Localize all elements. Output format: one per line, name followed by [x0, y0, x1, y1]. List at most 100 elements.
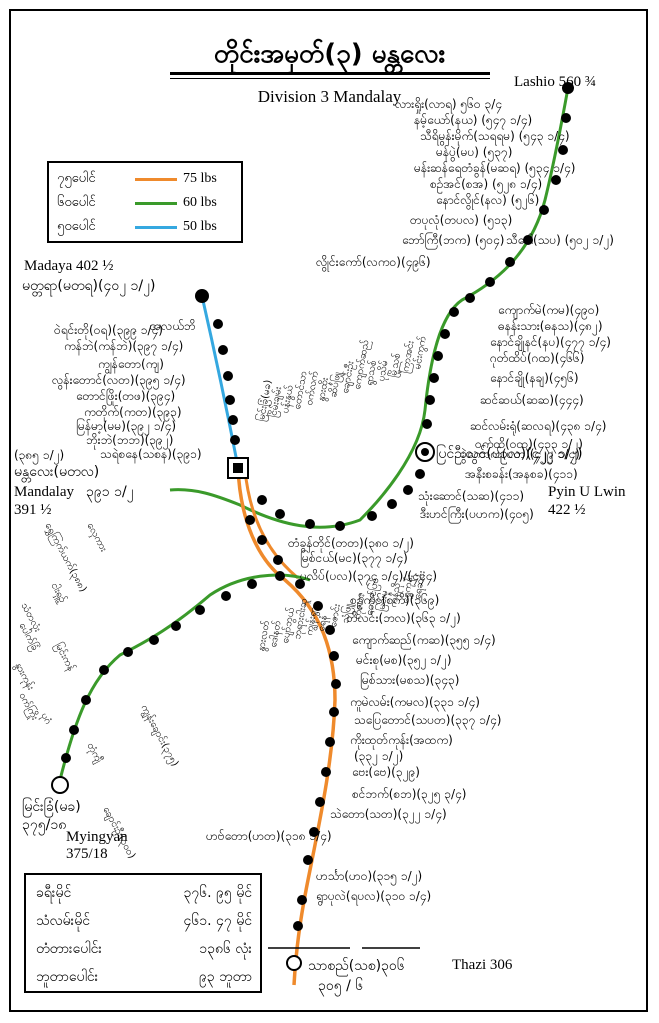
- station-label: စဉ်အင်(စအ) (၅၂၈ ၁/၄): [430, 177, 543, 191]
- station-label: ကျောက်မဲ(ကမ)(၄၉၀): [498, 303, 600, 317]
- label-myingyan-mm: မြင်းခြံ(မခ): [22, 799, 81, 815]
- stat-row: တံတားပေါင်း ၁၃၈၆ လုံး: [36, 939, 252, 965]
- orange-line-branch: [243, 469, 299, 580]
- station-dot[interactable]: [213, 319, 223, 329]
- station-dot[interactable]: [551, 175, 561, 185]
- station-label: ဆင်လမ်းရုံ(ဆလရ)(၄၃၈ ၁/၄): [470, 419, 607, 433]
- label-mandalay-km-left: (၃၈၅ ၁/၂): [14, 448, 65, 462]
- station-label: လွိုင်းကော်(လကဝ)(၄၉၆): [316, 255, 431, 269]
- station-dot[interactable]: [230, 435, 240, 445]
- station-dot[interactable]: [245, 515, 255, 525]
- station-dot[interactable]: [335, 521, 345, 531]
- station-dot[interactable]: [247, 579, 257, 589]
- station-dot[interactable]: [415, 469, 425, 479]
- station-dot[interactable]: [149, 635, 159, 645]
- station-dot[interactable]: [81, 695, 91, 705]
- legend-row-60: ၆၀ပေါင် 60 lbs: [57, 193, 217, 213]
- lashio-station-marker[interactable]: [562, 82, 574, 94]
- stat-key: ခရီးမိုင်: [36, 885, 72, 901]
- label-madaya-mm: မတ္တရာ(မတရ)(၄၀၂ ၁/၂): [22, 278, 156, 294]
- station-dot[interactable]: [561, 113, 571, 123]
- label-pyinulwin-en: Pyin U Lwin: [548, 484, 626, 500]
- station-dot[interactable]: [273, 555, 283, 565]
- station-dot[interactable]: [315, 797, 325, 807]
- station-label: နောင်လွိုင်(နလ) (၅၂၆): [436, 193, 540, 207]
- station-dot[interactable]: [303, 855, 313, 865]
- station-dot[interactable]: [422, 419, 432, 429]
- station-dot[interactable]: [325, 625, 335, 635]
- title-double-rule-thin: [170, 78, 490, 79]
- station-dot[interactable]: [465, 293, 475, 303]
- station-dot[interactable]: [539, 205, 549, 215]
- station-label: ဘိုးဘဲ(ဘဘ)(၃၉၂): [86, 433, 174, 447]
- station-label: သဲတော(သတ)(၃၂၂ ၁/၄): [330, 807, 447, 821]
- station-dot[interactable]: [440, 329, 450, 339]
- legend-swatch-green: [135, 201, 177, 205]
- station-dot[interactable]: [293, 921, 303, 931]
- station-dot[interactable]: [228, 415, 238, 425]
- station-dot[interactable]: [403, 485, 413, 495]
- stat-value: ၁၃၈၆ လုံး: [199, 941, 252, 957]
- station-dot[interactable]: [309, 827, 319, 837]
- station-dot[interactable]: [313, 601, 323, 611]
- station-label: ဟဗ်တော(ဟတ)(၃၁၈ ၁/၄): [206, 829, 332, 843]
- stat-value: ၄၆၁. ၄၇ မိုင်: [183, 913, 253, 929]
- station-label: မန်ပွဲ(မပ) (၅၃၇): [436, 145, 513, 159]
- station-dot[interactable]: [505, 257, 515, 267]
- station-dot[interactable]: [275, 509, 285, 519]
- station-dot[interactable]: [558, 145, 568, 155]
- station-dot[interactable]: [425, 395, 435, 405]
- station-dot[interactable]: [295, 579, 305, 589]
- stat-key: တံတားပေါင်း: [36, 941, 102, 957]
- station-dot[interactable]: [523, 235, 533, 245]
- map-title-english: Division 3 Mandalay: [257, 87, 402, 106]
- station-label: နောင်ချို(နချ)(၄၅၆): [490, 371, 579, 385]
- station-dot[interactable]: [325, 737, 335, 747]
- statistics-box: ခရီးမိုင် ၃၇၆. ၉၅ မိုင် သံလမ်းမိုင် ၄၆၁.…: [24, 873, 262, 993]
- station-dot[interactable]: [221, 591, 231, 601]
- station-dot[interactable]: [218, 345, 228, 355]
- station-dot[interactable]: [61, 753, 71, 763]
- orange-line-thazi: [236, 466, 337, 986]
- station-dot[interactable]: [433, 351, 443, 361]
- station-dot[interactable]: [195, 605, 205, 615]
- label-mandalay-en: Mandalay: [14, 484, 74, 500]
- label-pyinulwin-km: 422 ½: [548, 502, 586, 518]
- station-dot[interactable]: [69, 725, 79, 735]
- station-dot[interactable]: [329, 707, 339, 717]
- station-dot[interactable]: [329, 651, 339, 661]
- station-label: ကျောက်ဆည်(ကဆ)(၃၅၅ ၁/၄): [352, 633, 496, 647]
- station-label: သရဲစနေ(သစန)(၃၉၁): [100, 447, 202, 461]
- station-label: ဟင်္သာ(ဟဝ)(၃၁၅ ၁/၂): [316, 869, 423, 883]
- station-dot[interactable]: [367, 511, 377, 521]
- station-dot[interactable]: [257, 535, 267, 545]
- station-dot[interactable]: [429, 373, 439, 383]
- legend-swatch-orange: [135, 177, 177, 181]
- station-dot[interactable]: [321, 767, 331, 777]
- station-dot[interactable]: [171, 621, 181, 631]
- station-dot[interactable]: [257, 495, 267, 505]
- station-dot[interactable]: [99, 665, 109, 675]
- station-dot[interactable]: [297, 895, 307, 905]
- station-label: ဂုတ်ထိပ်(ဂထ)(၄၆၆): [490, 351, 585, 365]
- station-dot[interactable]: [275, 571, 285, 581]
- madaya-station-marker[interactable]: [195, 289, 209, 303]
- station-dot[interactable]: [223, 371, 233, 381]
- station-dot[interactable]: [123, 647, 133, 657]
- legend-label: ၇၅ပေါင်: [57, 170, 96, 186]
- label-lashio: Lashio 560 ¾: [514, 74, 597, 90]
- station-label: သီပေါ(သပ) (၅၀၂ ၁/၂): [506, 233, 614, 247]
- station-label: ဗေး(ဗေ)(၃၂၉): [352, 765, 420, 779]
- station-dot[interactable]: [225, 395, 235, 405]
- station-label: ဒီးဟင်ကြီး(ပဟက)(၄၀၅): [420, 507, 534, 521]
- myingyan-station-marker[interactable]: [51, 776, 69, 794]
- station-dot[interactable]: [331, 679, 341, 689]
- station-dot[interactable]: [485, 277, 495, 287]
- station-dot[interactable]: [387, 499, 397, 509]
- station-label: နမ့်ယော်(နယ) (၅၄၇ ၁/၄): [414, 113, 533, 127]
- station-dot[interactable]: [305, 519, 315, 529]
- station-dot[interactable]: [449, 307, 459, 317]
- thazi-station-marker[interactable]: [286, 955, 302, 971]
- station-label: ရွာပုလဲ(ရပလ)(၃၁၀ ၁/၄): [316, 889, 432, 903]
- station-label: ကန်ဘဲ(ကန်ဘဲ)(၃၉၇ ၁/၄): [64, 339, 184, 353]
